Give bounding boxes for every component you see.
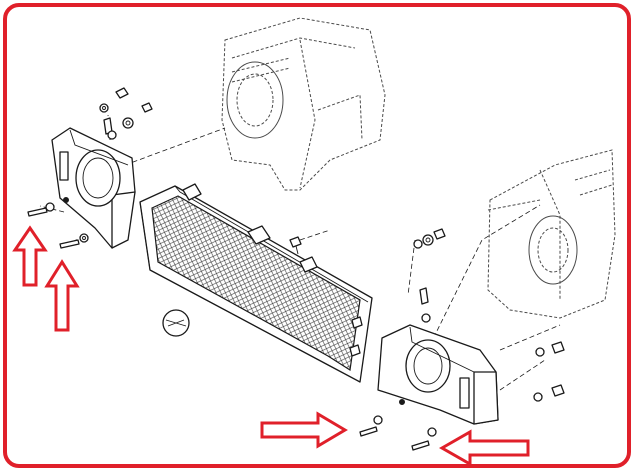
left-grille-bracket [51,127,136,249]
right-grille-bracket [377,324,499,425]
annotation-arrows [12,225,530,467]
center-clip [289,236,302,255]
left-fasteners [27,87,153,249]
vehicle-body-outline-right [487,149,616,319]
vehicle-body-outline-top [221,17,386,191]
radiator-grille [139,183,373,383]
arrow-right-icon [260,411,348,449]
arrow-up-icon [44,259,80,332]
arrow-left-icon [438,429,530,467]
highlight-frame [3,3,631,468]
right-fasteners [359,228,565,451]
arrow-up-icon [12,225,48,287]
